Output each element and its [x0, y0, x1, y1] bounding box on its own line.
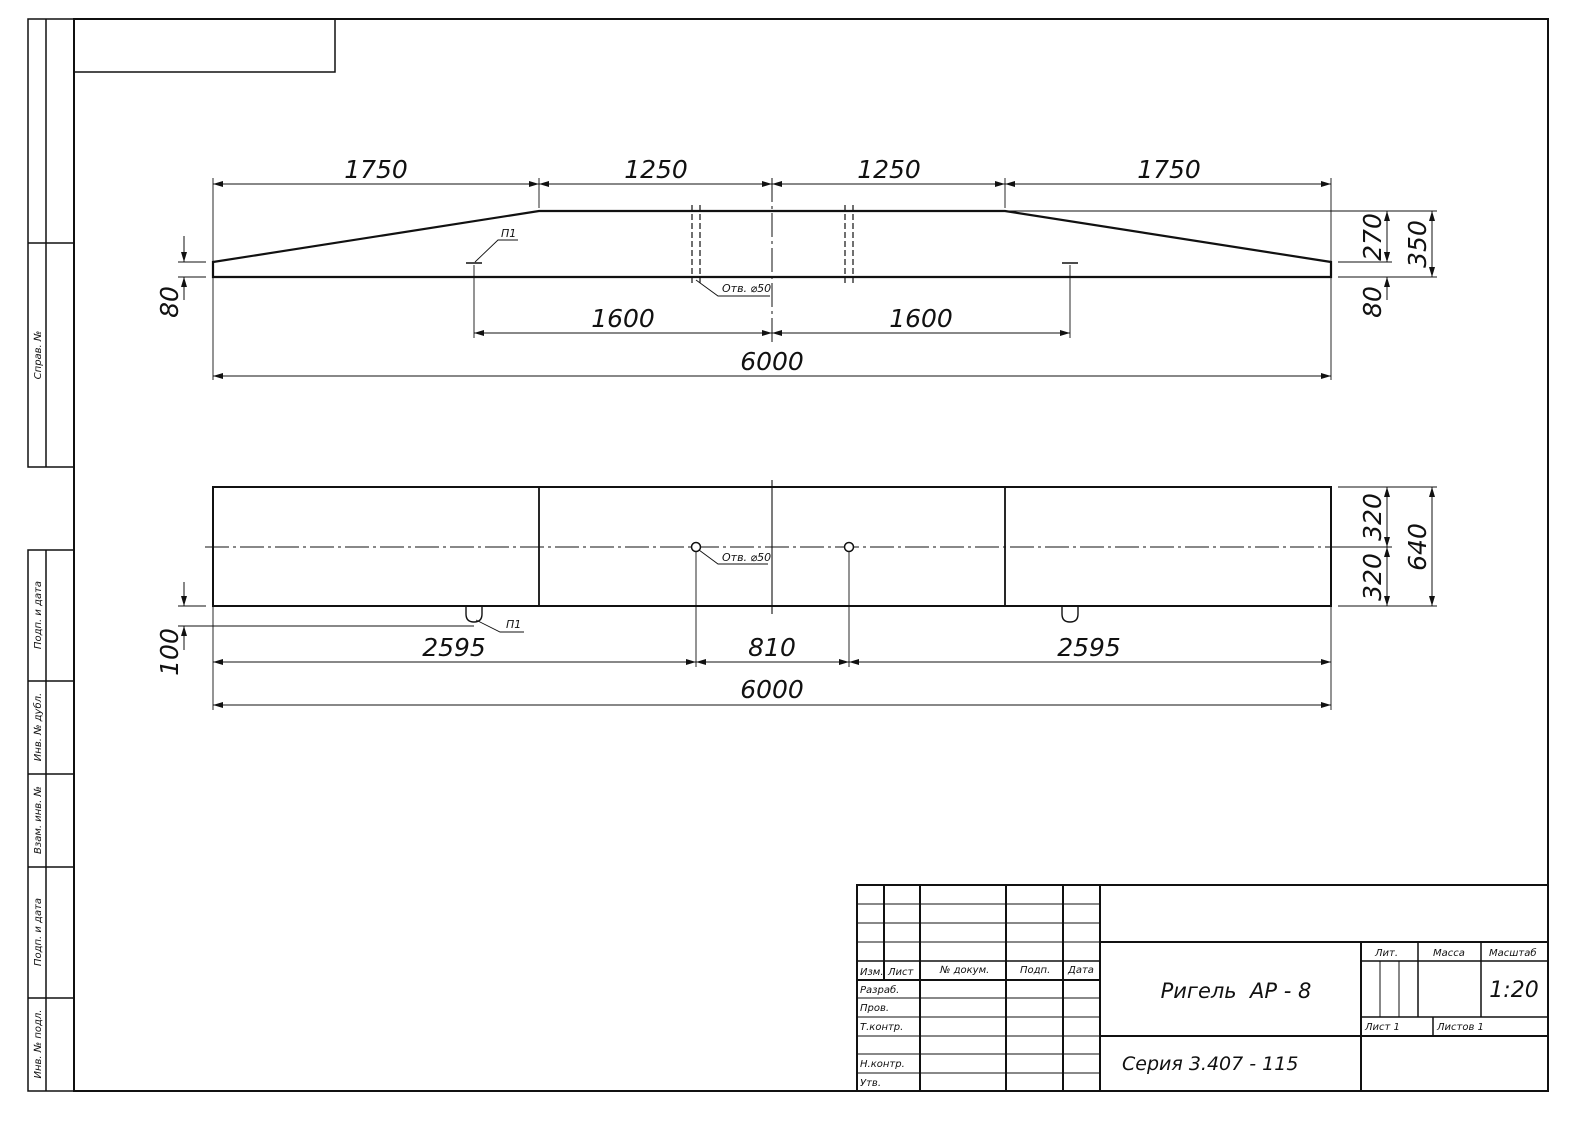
drawing-title: Ригель АР - 8	[1161, 979, 1312, 1003]
dim-plan-right-320-bottom: 320	[1358, 553, 1387, 601]
side-stamp: Справ. № Подп. и дата Инв. № дубл. Взам.…	[32, 331, 44, 1079]
part-mark-leader-side	[474, 239, 518, 263]
dim-side-top-4: 1750	[1137, 155, 1201, 184]
side-label-inv-dubl: Инв. № дубл.	[32, 693, 44, 761]
hole-note-plan: Отв. ⌀50	[722, 551, 771, 564]
tb-lit-label: Лит.	[1374, 948, 1398, 959]
tb-header-podp: Подп.	[1020, 965, 1050, 976]
dim-side-bottom-2: 1600	[889, 304, 953, 333]
side-label-podp-data-2: Подп. и дата	[33, 898, 44, 966]
title-block: Изм. Лист № докум. Подп. Дата Разраб. Пр…	[856, 884, 1549, 1092]
tb-role-tkontr: Т.контр.	[860, 1022, 903, 1033]
drawing-series: Серия 3.407 - 115	[1122, 1053, 1298, 1075]
dim-side-top-3: 1250	[857, 155, 921, 184]
hole-hidden-lines	[691, 205, 854, 283]
side-extension-lines	[178, 178, 1437, 380]
dim-plan-bottom-3: 2595	[1057, 633, 1121, 662]
plan-dimension-lines	[181, 487, 1435, 708]
part-mark-plan: П1	[506, 618, 521, 631]
part-mark-side: П1	[501, 227, 516, 240]
hole-left	[690, 541, 702, 553]
dim-side-right-270: 270	[1358, 213, 1387, 261]
dim-side-overall: 6000	[740, 347, 804, 376]
plan-extension-lines	[178, 486, 1437, 710]
sheet-frame	[27, 18, 1549, 1092]
side-dimension-lines	[181, 181, 1435, 379]
hole-note-side: Отв. ⌀50	[722, 282, 771, 295]
part-mark-leader-plan	[475, 619, 524, 633]
tb-scale-label: Масштаб	[1489, 947, 1537, 959]
dim-plan-overall: 6000	[740, 675, 804, 704]
tb-header-doc: № докум.	[939, 965, 989, 976]
dim-side-right-80: 80	[1358, 286, 1387, 318]
tb-role-utv: Утв.	[860, 1078, 881, 1089]
dim-plan-bottom-1: 2595	[422, 633, 486, 662]
dim-side-top-2: 1250	[624, 155, 688, 184]
tb-sheet-label: Лист 1	[1364, 1022, 1400, 1033]
side-label-inv-podl: Инв. № подл.	[33, 1010, 44, 1079]
tb-header-izm: Изм.	[860, 967, 884, 978]
dim-plan-right-320-top: 320	[1358, 493, 1387, 541]
tb-header-data: Дата	[1067, 965, 1094, 976]
hole-right	[843, 541, 855, 553]
side-label-sprav: Справ. №	[33, 331, 44, 380]
dim-side-right-350: 350	[1403, 220, 1432, 268]
plan-view: П1 Отв. ⌀50 2595 810 2595 6000 320 320 6…	[155, 480, 1437, 710]
hole-note-leader-plan	[698, 549, 768, 565]
tb-header-list: Лист	[887, 967, 915, 978]
tb-role-razrab: Разраб.	[860, 984, 899, 996]
tb-role-nkontr: Н.контр.	[860, 1059, 905, 1070]
dim-plan-left-100: 100	[155, 628, 184, 676]
lifting-loop-right	[1061, 606, 1079, 623]
tb-sheets-label: Листов 1	[1436, 1022, 1484, 1033]
dim-side-top-1: 1750	[344, 155, 408, 184]
tb-role-prov: Пров.	[860, 1003, 889, 1014]
dim-side-left-80: 80	[155, 286, 184, 318]
side-label-podp-data-1: Подп. и дата	[33, 581, 44, 649]
dim-plan-right-640: 640	[1403, 523, 1432, 571]
side-view: П1 Отв. ⌀50 1750 1250 1250 1750 1600 160…	[155, 155, 1437, 380]
lifting-loop-left	[465, 606, 483, 623]
hole-note-leader-side	[695, 279, 770, 297]
side-label-vzam-inv: Взам. инв. №	[33, 786, 44, 854]
tb-scale-value: 1:20	[1489, 978, 1538, 1003]
dim-side-bottom-1: 1600	[591, 304, 655, 333]
dim-plan-bottom-2: 810	[748, 633, 796, 662]
tb-mass-label: Масса	[1433, 948, 1465, 959]
